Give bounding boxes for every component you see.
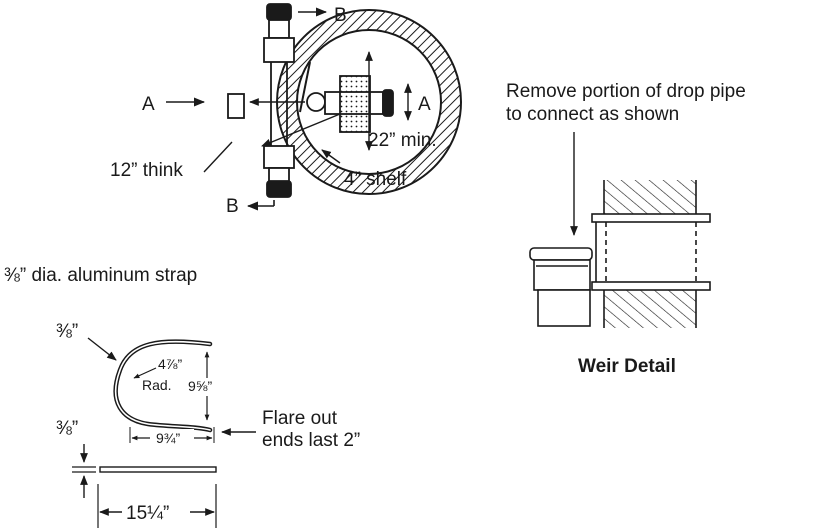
radius-unit: Rad. bbox=[142, 377, 172, 393]
weir-title: Weir Detail bbox=[578, 356, 676, 377]
weir-pipe bbox=[591, 213, 711, 291]
width-inner-label: 9¾” bbox=[156, 430, 180, 446]
drop-pipe bbox=[529, 247, 593, 327]
height-label: 9⅝” bbox=[188, 378, 212, 394]
weir-detail: Remove portion of drop pipe to connect a… bbox=[506, 81, 746, 377]
shelf-label: 4” shelf bbox=[344, 169, 407, 190]
inlet-left bbox=[227, 93, 245, 119]
flare-note-line2: ends last 2” bbox=[262, 430, 360, 451]
pipe-b bbox=[263, 3, 295, 198]
thickness-side-label: ⅜” bbox=[56, 418, 78, 439]
inlet-right bbox=[306, 75, 394, 133]
label-b-bottom: B bbox=[226, 196, 239, 217]
min-distance-label: 22” min. bbox=[368, 130, 437, 151]
strap-flat bbox=[99, 466, 217, 473]
length-label: 15¼” bbox=[126, 503, 169, 524]
wall-thickness-label: 12” think bbox=[110, 160, 183, 181]
strap-title: ⅜” dia. aluminum strap bbox=[4, 265, 197, 286]
label-a-right: A bbox=[418, 94, 431, 115]
label-b-top: B bbox=[334, 5, 347, 26]
weir-wall-bottom bbox=[604, 290, 696, 328]
weir-note-line2: to connect as shown bbox=[506, 104, 679, 125]
label-a-left: A bbox=[142, 94, 155, 115]
radius-value: 4⅞” bbox=[158, 356, 182, 372]
weir-wall-top bbox=[604, 180, 696, 214]
weir-note-line1: Remove portion of drop pipe bbox=[506, 81, 746, 102]
baffle bbox=[299, 61, 311, 113]
manhole-wall bbox=[275, 9, 463, 195]
plan-view: A A B B 22” min. 12” think 4” shelf bbox=[110, 3, 463, 217]
strap-detail: ⅜” dia. aluminum strap ⅜” 4⅞” Rad. 9⅝” 9… bbox=[4, 265, 360, 528]
flare-note-line1: Flare out bbox=[262, 408, 338, 429]
thickness-top-label: ⅜” bbox=[56, 321, 78, 342]
